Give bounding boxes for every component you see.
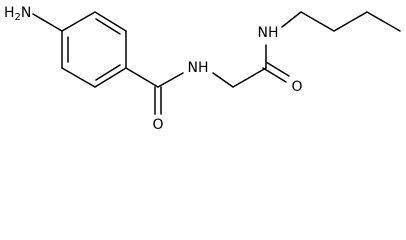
butyl-chain-bond bbox=[366, 11, 401, 32]
carbonyl-double-bond bbox=[265, 61, 290, 77]
ring-double-bond bbox=[95, 64, 121, 81]
amide-nh-label: NH bbox=[258, 25, 279, 41]
butyl-chain-bond bbox=[300, 11, 335, 32]
carbonyl-oxygen-label: O bbox=[152, 117, 163, 133]
ring-bond bbox=[61, 67, 96, 88]
ring-bond bbox=[61, 11, 96, 32]
amide-nh-label: NH bbox=[188, 60, 209, 76]
nh-to-ch2-bond bbox=[212, 72, 234, 88]
amine-label: H2N bbox=[4, 5, 31, 23]
ring-double-bond bbox=[95, 18, 121, 35]
ch2-to-carbonyl-bond bbox=[232, 67, 267, 88]
amine-bond bbox=[32, 13, 63, 32]
carbonyl-to-nh-bond bbox=[157, 72, 184, 88]
carbonyl-double-bond bbox=[262, 67, 287, 83]
carbonyl-oxygen-label: O bbox=[291, 79, 302, 95]
benzene-ring bbox=[61, 11, 127, 88]
chemical-structure-diagram: H2N O NH O NH bbox=[4, 5, 401, 133]
ring-to-carbonyl-bond bbox=[125, 67, 159, 88]
butyl-chain-bond bbox=[333, 11, 368, 32]
ring-bond bbox=[94, 67, 127, 88]
butyl-chain-bond bbox=[281, 11, 302, 28]
ring-bond bbox=[94, 11, 127, 32]
